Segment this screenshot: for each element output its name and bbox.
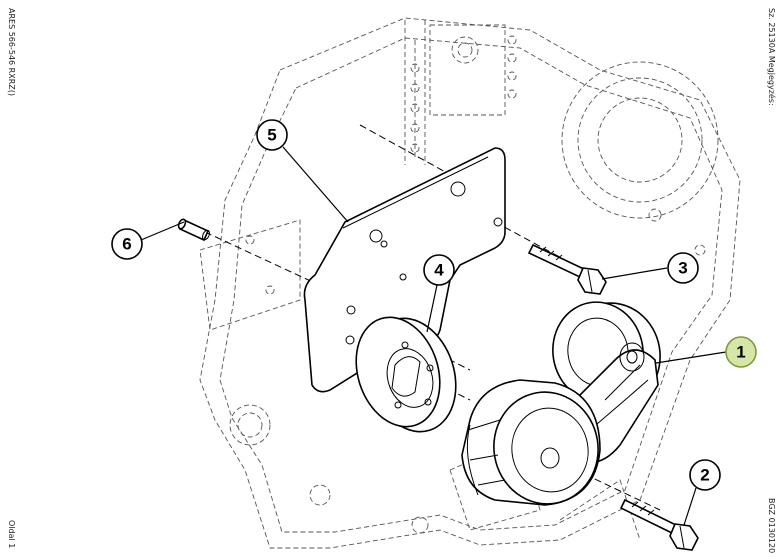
callout-2-label: 2 [700, 466, 709, 485]
leader-lines [140, 146, 727, 526]
callout-6-circle [111, 228, 143, 260]
callout-2: 2 [689, 459, 721, 491]
callout-4-label: 4 [434, 261, 444, 280]
callout-5: 5 [256, 119, 288, 151]
callout-1: 1 [725, 336, 757, 368]
callout-5-circle [256, 119, 288, 151]
bolt-long [527, 243, 607, 295]
callout-6-label: 6 [122, 235, 131, 254]
callout-4: 4 [423, 254, 455, 286]
dowel-pin [177, 218, 210, 242]
callout-6: 6 [111, 228, 143, 260]
engine-block-outline [199, 17, 741, 549]
callout-4-circle [423, 254, 455, 286]
callout-3: 3 [667, 252, 699, 284]
callout-1-label: 1 [736, 343, 745, 362]
bolt-short [619, 498, 699, 551]
callout-1-circle [725, 336, 757, 368]
belt-tensioner [461, 301, 661, 506]
callout-2-circle [689, 459, 721, 491]
callout-5-label: 5 [267, 126, 276, 145]
idler-pulley [355, 316, 457, 433]
callout-3-label: 3 [678, 259, 687, 278]
callout-3-circle [667, 252, 699, 284]
